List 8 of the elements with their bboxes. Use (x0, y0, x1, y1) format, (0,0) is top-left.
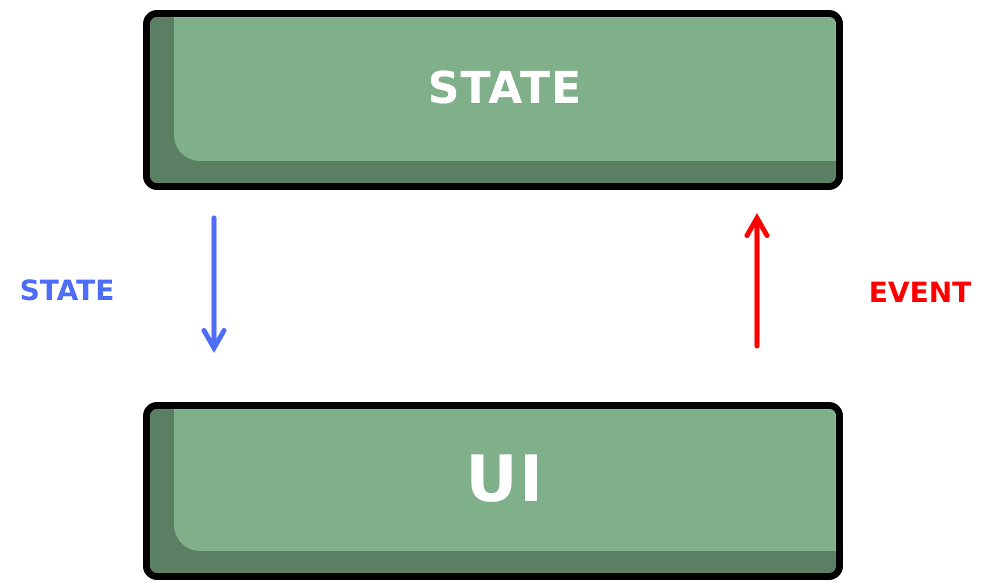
edge-label: STATE (18, 273, 116, 309)
arrow (202, 216, 226, 350)
box-label: STATE (428, 62, 582, 116)
state-box (143, 10, 843, 190)
arrow (744, 216, 770, 348)
state-box (143, 402, 843, 580)
edge-label: EVENT (868, 275, 972, 311)
box-label: UI (466, 442, 544, 519)
